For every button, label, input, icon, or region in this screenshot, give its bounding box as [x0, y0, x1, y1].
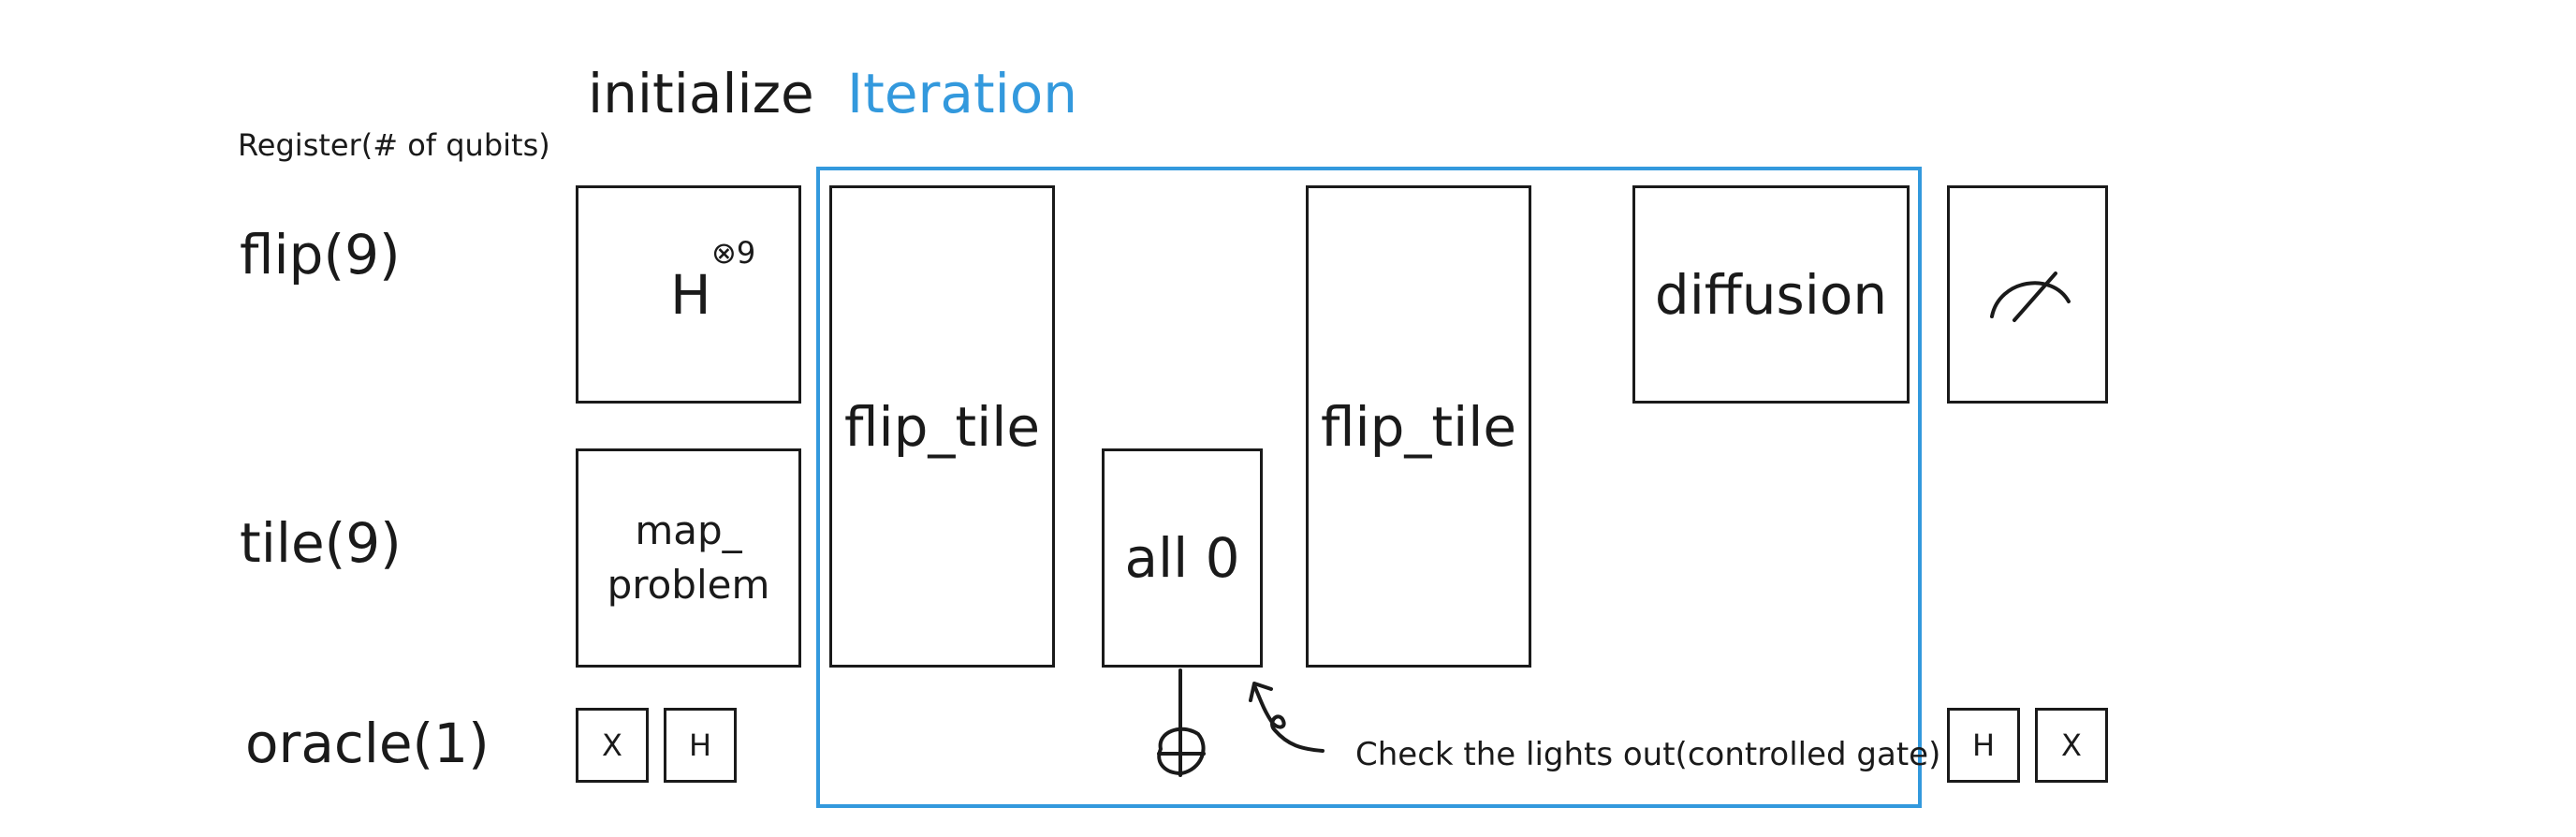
- xor-target-icon: [1157, 725, 1206, 777]
- hadamard-gate: H ⊗9: [576, 185, 801, 404]
- diffusion-label: diffusion: [1654, 262, 1888, 327]
- h-gate-right: H: [1947, 708, 2020, 783]
- register-label-oracle: oracle(1): [245, 712, 490, 775]
- register-label-flip: flip(9): [240, 223, 401, 286]
- x-gate-right-label: X: [2061, 727, 2082, 763]
- map-problem-gate: map_ problem: [576, 448, 801, 668]
- curly-arrow-icon: [1249, 682, 1325, 753]
- flip-tile-gate-2: flip_tile: [1306, 185, 1531, 668]
- iteration-frame: [816, 167, 1922, 808]
- all0-label: all 0: [1124, 526, 1240, 590]
- register-label-tile: tile(9): [240, 511, 402, 575]
- h-gate-left: H: [664, 708, 737, 783]
- hadamard-power: ⊗9: [711, 235, 756, 271]
- iteration-label: Iteration: [847, 62, 1078, 125]
- flip-tile-2-label: flip_tile: [1320, 394, 1517, 459]
- all0-gate: all 0: [1102, 448, 1263, 668]
- measurement-meter-icon: [1990, 272, 2071, 322]
- measurement-gate: [1947, 185, 2108, 404]
- x-gate-left-label: X: [602, 727, 622, 763]
- diffusion-gate: diffusion: [1632, 185, 1910, 404]
- map-problem-label-line1: map_: [635, 507, 742, 553]
- flip-tile-gate-1: flip_tile: [829, 185, 1055, 668]
- x-gate-right: X: [2035, 708, 2108, 783]
- hadamard-label: H: [670, 263, 711, 327]
- flip-tile-1-label: flip_tile: [843, 394, 1041, 459]
- h-gate-left-label: H: [688, 727, 712, 763]
- register-note: Register(# of qubits): [238, 127, 550, 163]
- h-gate-right-label: H: [1971, 727, 1996, 763]
- x-gate-left: X: [576, 708, 649, 783]
- annotation-label: Check the lights out(controlled gate): [1355, 736, 1941, 773]
- map-problem-label-line2: problem: [607, 562, 770, 608]
- initialize-label: initialize: [588, 62, 814, 125]
